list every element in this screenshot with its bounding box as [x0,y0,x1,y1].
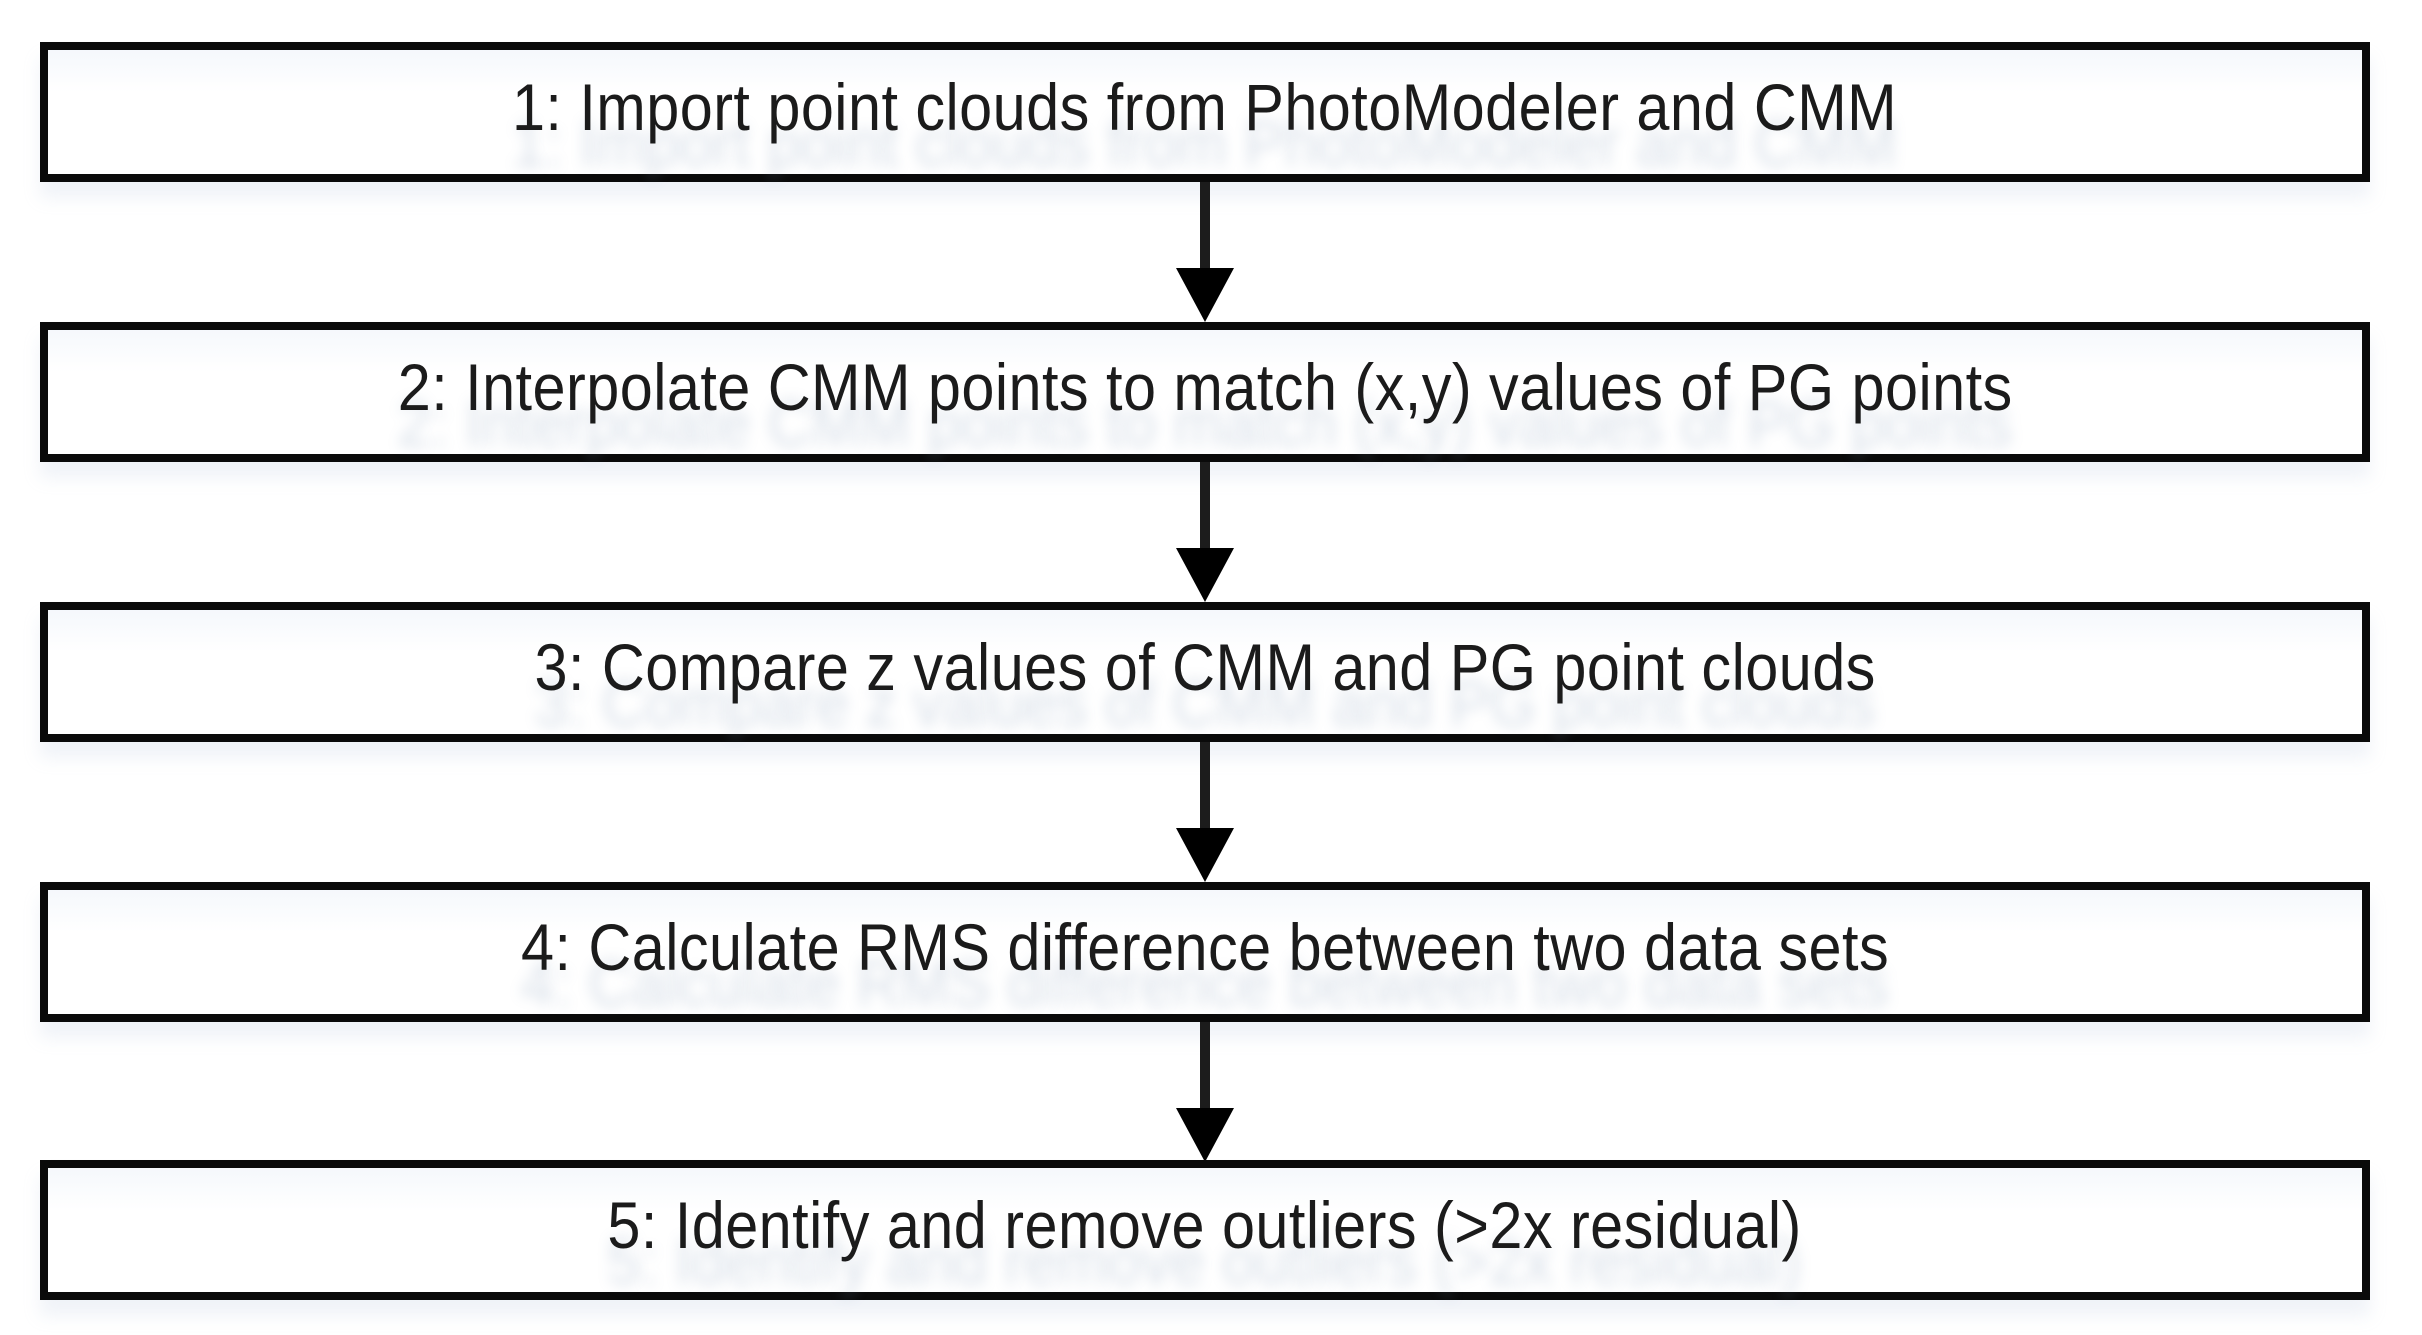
down-arrow-shaft [1200,462,1210,548]
flowchart-step-2-label: 2: Interpolate CMM points to match (x,y)… [397,350,2013,424]
flowchart-step-5-label: 5: Identify and remove outliers (>2x res… [607,1188,1803,1262]
down-arrow-head [1176,1108,1234,1162]
down-arrow-shaft [1200,182,1210,268]
flowchart-step-4: 4: Calculate RMS difference between two … [40,882,2370,1022]
flowchart-step-1: 1: Import point clouds from PhotoModeler… [40,42,2370,182]
down-arrow-head [1176,548,1234,602]
down-arrow-icon [1176,182,1234,322]
flowchart-step-1-label: 1: Import point clouds from PhotoModeler… [512,70,1898,144]
down-arrow-shaft [1200,1022,1210,1108]
down-arrow-icon [1176,462,1234,602]
flowchart-step-4-label: 4: Calculate RMS difference between two … [520,910,1890,984]
flowchart-step-2: 2: Interpolate CMM points to match (x,y)… [40,322,2370,462]
down-arrow-head [1176,268,1234,322]
down-arrow-shaft [1200,742,1210,828]
down-arrow-icon [1176,742,1234,882]
flowchart-step-3: 3: Compare z values of CMM and PG point … [40,602,2370,742]
flowchart-step-5: 5: Identify and remove outliers (>2x res… [40,1160,2370,1300]
down-arrow-icon [1176,1022,1234,1162]
down-arrow-head [1176,828,1234,882]
flowchart-step-3-label: 3: Compare z values of CMM and PG point … [534,630,1876,704]
